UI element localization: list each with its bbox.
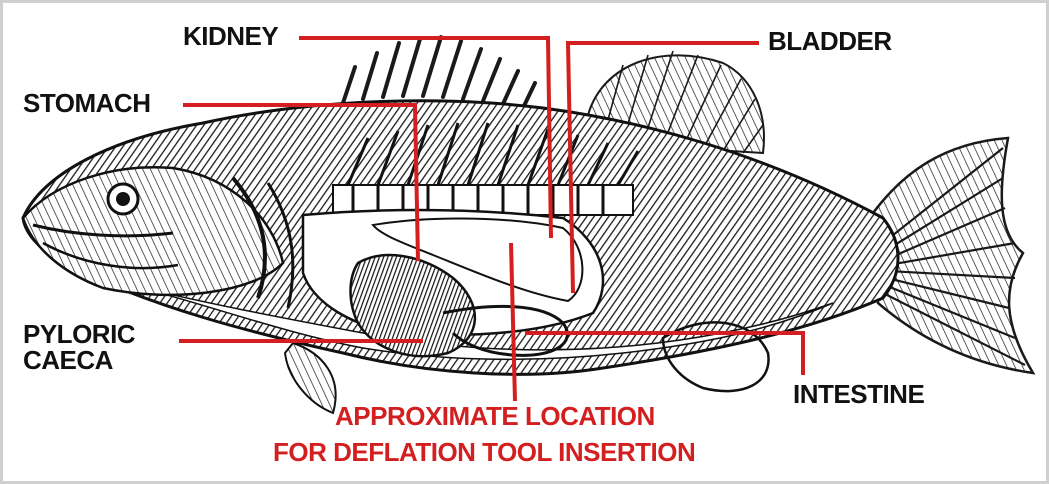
- stomach-label: STOMACH: [23, 89, 150, 117]
- insertion-location-label-line1: APPROXIMATE LOCATION: [335, 402, 655, 430]
- intestine-label: INTESTINE: [793, 380, 924, 408]
- pectoral-fin: [285, 343, 336, 413]
- dorsal-fin-spiny: [343, 37, 535, 108]
- kidney-label: KIDNEY: [183, 22, 278, 50]
- pyloric-caeca-label-line1: PYLORIC: [23, 321, 135, 347]
- insertion-location-label-line2: FOR DEFLATION TOOL INSERTION: [273, 438, 695, 466]
- pyloric-caeca-label: PYLORIC CAECA: [23, 321, 135, 373]
- pyloric-caeca-label-line2: CAECA: [23, 347, 135, 373]
- bladder-label: BLADDER: [768, 27, 892, 55]
